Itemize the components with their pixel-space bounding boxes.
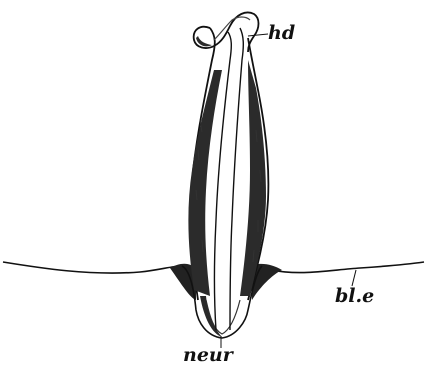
- neural-pit-shade: [200, 296, 222, 337]
- leader-hd: [248, 34, 268, 36]
- central-canal-right: [230, 28, 243, 330]
- label-ble: bl.e: [335, 287, 374, 306]
- leader-ble: [352, 270, 356, 286]
- label-hd: hd: [268, 24, 295, 43]
- head-hook-inner: [214, 17, 250, 40]
- head-hook-shade: [196, 36, 212, 46]
- label-neur: neur: [183, 346, 233, 365]
- column-shade-left: [188, 70, 222, 296]
- surface-line: [3, 262, 424, 273]
- neural-pit-inner: [206, 300, 240, 334]
